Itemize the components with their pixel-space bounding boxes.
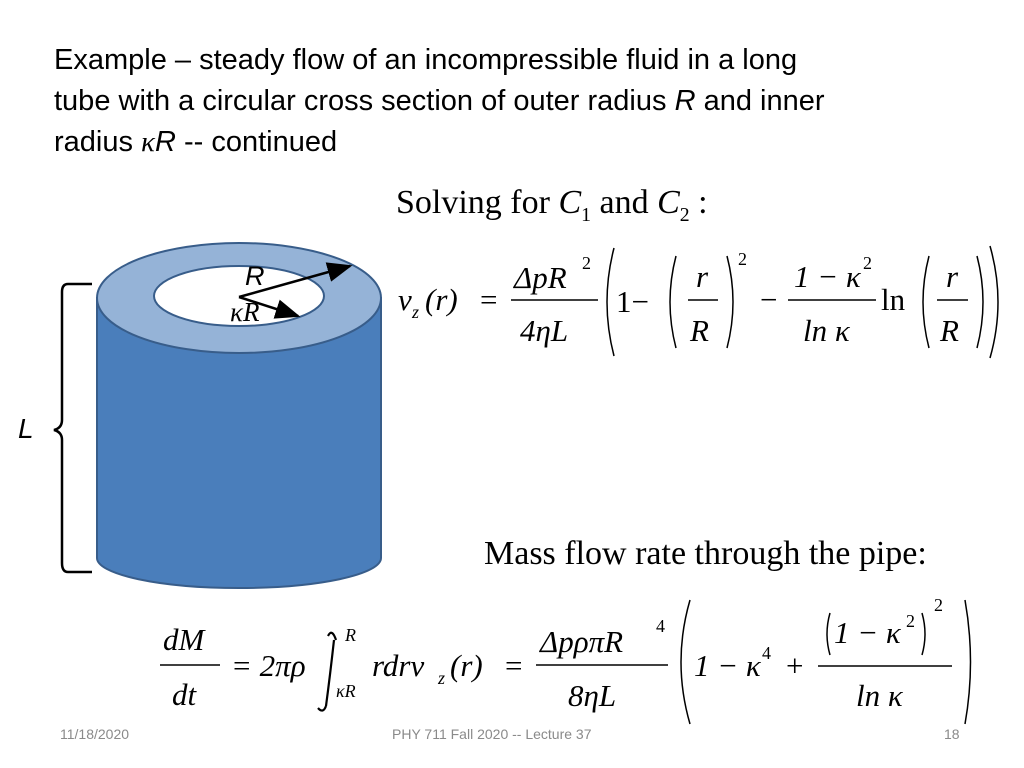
dt-denominator: dt [172,677,198,712]
mass-log-numerator: 1 − κ [834,615,902,650]
mass-flow-heading: Mass flow rate through the pipe: [484,535,927,572]
integral-sign [317,631,338,712]
ln-left-paren [922,255,930,349]
title-line-3-text: radius [54,126,142,158]
solve-c2: C [657,184,680,221]
velocity-left-paren [606,247,615,357]
footer-page-number: 18 [944,726,960,742]
ratio-left-paren [669,255,677,349]
ln-ratio-r: r [946,259,959,294]
integral-upper-limit: R [344,625,356,645]
velocity-right-paren [989,245,999,359]
ratio-R: R [689,313,709,348]
solve-heading: Solving for C1 and C2 : [396,184,708,227]
mass-right-paren [964,599,972,725]
solve-c2-sub: 2 [679,203,690,226]
mass-log-outer-exponent: 2 [934,595,943,615]
one-minus-kappa: 1 − κ [694,648,762,683]
velocity-denominator: 4ηL [520,313,568,348]
integrand-subscript: z [437,668,445,688]
solve-pre: Solving for [396,184,559,221]
integrand-argument: (r) [450,648,483,683]
inner-radius-arrow [238,295,301,319]
footer-course: PHY 711 Fall 2020 -- Lecture 37 [392,726,592,742]
ln-ratio-R: R [939,313,959,348]
ln-right-paren [976,255,984,349]
title-R: R [674,85,696,117]
mass-eq-equals: = [505,648,522,683]
integral-lower-limit: κR [336,681,356,701]
vz-symbol: v [398,282,412,317]
mass-eq-lhs: = 2πρ [231,648,306,683]
length-bracket [53,282,92,574]
solve-c1-sub: 1 [581,203,591,226]
integrand: rdrv [372,648,424,683]
mass-denominator: 8ηL [568,678,616,713]
footer-date: 11/18/2020 [60,726,130,742]
title-kappa: κ [141,126,155,158]
log-term-numerator-exponent: 2 [863,253,872,273]
velocity-one-minus: 1− [616,284,649,319]
mass-plus: + [786,648,803,683]
inner-radius-label: κR [230,297,260,327]
log-term-denominator: ln κ [803,313,851,348]
mass-left-paren [680,599,691,725]
title-line-2: tube with a circular cross section of ou… [54,81,994,122]
mass-log-denominator: ln κ [856,678,904,713]
velocity-numerator: ΔpR [512,260,567,295]
ratio-right-paren [726,255,734,349]
dM-numerator: dM [163,622,207,657]
vz-subscript: z [411,302,419,322]
length-label: L [18,413,34,444]
mass-numerator: ΔpρπR [538,624,623,659]
mass-numerator-exponent: 4 [656,616,665,636]
ratio-exponent: 2 [738,249,747,269]
inner-right-paren [921,612,926,656]
inner-left-paren [826,612,831,656]
tube-side [96,297,382,589]
title-line-1: Example – steady flow of an incompressib… [54,44,798,76]
ratio-r: r [696,259,709,294]
log-term-numerator: 1 − κ [794,259,862,294]
velocity-equation: v z (r) = ΔpR 2 4ηL 1− r R 2 − 1 − κ 2 l… [398,245,999,359]
vz-argument: (r) [425,282,458,317]
title-line-3-end: -- continued [175,126,338,158]
kappa-exponent: 4 [762,643,771,663]
outer-radius-arrow [238,262,353,299]
velocity-numerator-exponent: 2 [582,253,591,273]
title-line-2-text: tube with a circular cross section of ou… [54,85,675,117]
mass-flow-equation: dM dt = 2πρ R κR rdrv z (r) = ΔpρπR 4 8η… [160,595,972,725]
outer-radius-label: R [245,261,265,291]
ln-symbol: ln [881,282,906,317]
velocity-minus: − [760,282,777,317]
solve-post: : [689,184,708,221]
title-line-2-end: and inner [695,85,825,117]
title-kappa-R: R [154,126,176,158]
tube-figure: R κR L [18,242,382,589]
slide-title: Example – steady flow of an incompressib… [54,40,994,163]
mass-log-inner-exponent: 2 [906,611,915,631]
title-line-3: radius κR -- continued [54,122,994,163]
velocity-equals: = [480,282,497,317]
solve-c1: C [558,184,582,221]
solve-mid: and [591,184,658,221]
